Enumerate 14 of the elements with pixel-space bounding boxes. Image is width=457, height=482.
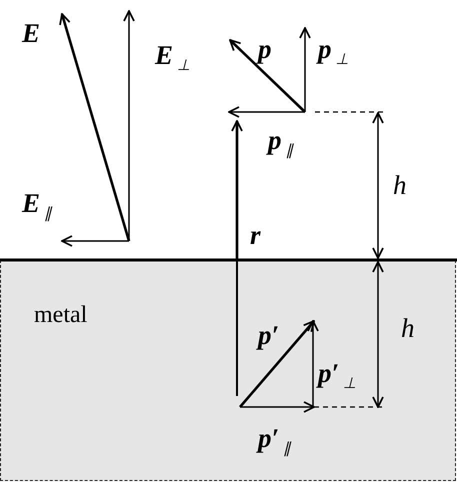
vector-label: E$_{∥}$: [22, 190, 52, 222]
vector-label: r: [250, 222, 261, 249]
vector-label: p$_{⊥}$: [318, 36, 348, 68]
dimension-label: h: [393, 172, 406, 199]
vector-label: p′$_{∥}$: [258, 425, 292, 457]
dimension-label: h: [401, 315, 414, 342]
vector-label: p′$_{⊥}$: [318, 360, 356, 392]
region-label: metal: [34, 302, 88, 329]
vector-label: p′: [258, 322, 280, 349]
vector-label: p: [258, 36, 272, 63]
vector-label: E$_{⊥}$: [155, 42, 190, 74]
vector-label: E: [22, 20, 40, 47]
metal-region: [0, 260, 456, 481]
vector-label: p$_{∥}$: [268, 127, 294, 159]
